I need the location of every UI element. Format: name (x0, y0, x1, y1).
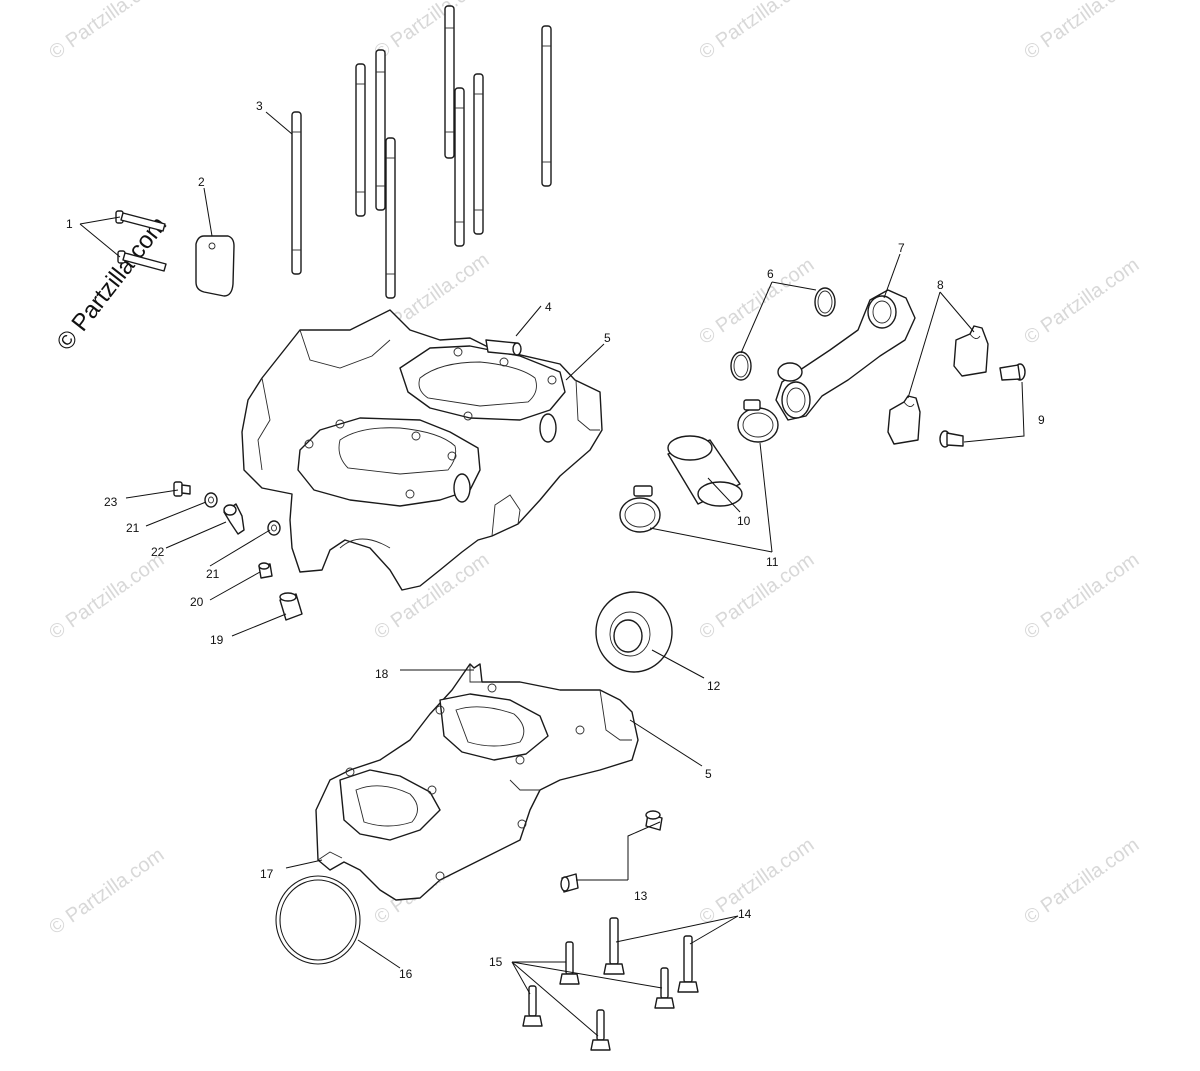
callout-label: 10 (737, 514, 751, 528)
watermark: © Partzilla.com (45, 844, 168, 939)
clamp (619, 485, 661, 533)
callout-labels: 1 2 3 4 5 6 7 8 9 10 11 12 13 14 15 16 1… (66, 99, 1045, 981)
stud (355, 63, 366, 217)
o-ring (814, 287, 836, 317)
callout-label: 23 (104, 495, 118, 509)
leader-lines (79, 111, 1025, 1037)
screw (999, 363, 1026, 381)
watermark: © Partzilla.com (1020, 549, 1143, 644)
o-ring (730, 351, 752, 381)
upper-crankcase (241, 309, 603, 591)
sleeve (279, 592, 303, 621)
callout-label: 5 (604, 331, 611, 345)
clamp (737, 399, 779, 443)
bolt (677, 935, 699, 993)
snap-ring (275, 875, 361, 965)
screw (939, 430, 964, 448)
washer (204, 492, 218, 508)
callout-label: 4 (545, 300, 552, 314)
lower-crankcase (315, 663, 639, 901)
watermark: © Partzilla.com (1020, 0, 1143, 64)
watermark-layer: © Partzilla.com © Partzilla.com © Partzi… (45, 0, 1143, 939)
plug (560, 873, 579, 893)
callout-label: 17 (260, 867, 274, 881)
callout-label: 16 (399, 967, 413, 981)
watermark: © Partzilla.com (1020, 254, 1143, 349)
hose (667, 435, 743, 507)
callout-label: 11 (766, 555, 779, 569)
callout-label: 8 (937, 278, 944, 292)
stud (444, 5, 455, 159)
bracket (887, 395, 921, 445)
bolt (522, 985, 543, 1027)
stud (454, 87, 465, 247)
plug (258, 562, 273, 579)
callout-label: 5 (705, 767, 712, 781)
stud-group (291, 5, 552, 299)
bolt (117, 250, 167, 272)
bolt (115, 210, 166, 232)
callout-label: 7 (898, 241, 905, 255)
stud (291, 111, 302, 275)
callout-label: 6 (767, 267, 774, 281)
dowel (485, 339, 522, 356)
seal (595, 591, 673, 673)
watermark: © Partzilla.com (370, 0, 493, 64)
callout-label: 1 (66, 217, 73, 231)
watermark: © Partzilla.com (695, 549, 818, 644)
stud (473, 73, 484, 235)
cover-plate (195, 235, 235, 297)
stud (541, 25, 552, 187)
bolt (654, 967, 675, 1009)
callout-label: 9 (1038, 413, 1045, 427)
callout-label: 19 (210, 633, 224, 647)
callout-label: 2 (198, 175, 205, 189)
callout-label: 20 (190, 595, 204, 609)
bolt (559, 941, 580, 985)
bracket (953, 325, 989, 377)
callout-label: 14 (738, 907, 752, 921)
screw (173, 481, 191, 497)
callout-label: 22 (151, 545, 165, 559)
watermark: © Partzilla.com (45, 0, 168, 64)
callout-label: 18 (375, 667, 389, 681)
watermark: © Partzilla.com (1020, 834, 1143, 929)
watermark: © Partzilla.com (695, 254, 818, 349)
watermark: © Partzilla.com (695, 834, 818, 929)
watermark: © Partzilla.com (695, 0, 818, 64)
fitting (223, 503, 245, 535)
callout-label: 21 (126, 521, 140, 535)
bolt (603, 917, 625, 975)
watermark: © Partzilla.com (45, 549, 168, 644)
stud (375, 49, 386, 211)
callout-label: 3 (256, 99, 263, 113)
manifold-tube (775, 289, 916, 421)
bolt (590, 1009, 611, 1051)
brand-label: © Partzilla.com (51, 212, 172, 356)
washer (267, 520, 281, 536)
callout-label: 15 (489, 955, 503, 969)
callout-label: 21 (206, 567, 220, 581)
stud (385, 137, 396, 299)
callout-label: 13 (634, 889, 648, 903)
callout-label: 12 (707, 679, 721, 693)
